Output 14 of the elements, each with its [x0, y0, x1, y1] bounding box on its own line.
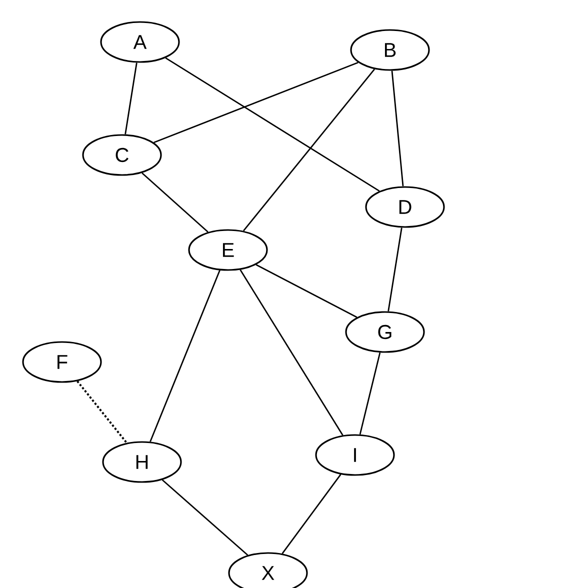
edge-line [242, 68, 376, 232]
edge-line [240, 269, 344, 436]
edge-line [391, 70, 404, 186]
edge-line [256, 264, 358, 318]
edge-line [165, 57, 380, 192]
edge-line [150, 270, 220, 442]
edge-line [282, 474, 342, 554]
edge-line [142, 172, 208, 233]
edge-line [162, 479, 248, 556]
edge-line [359, 352, 381, 435]
edge-line [388, 228, 402, 312]
edge-line [76, 380, 128, 444]
edge-line [124, 62, 138, 134]
edge-line [154, 62, 358, 144]
